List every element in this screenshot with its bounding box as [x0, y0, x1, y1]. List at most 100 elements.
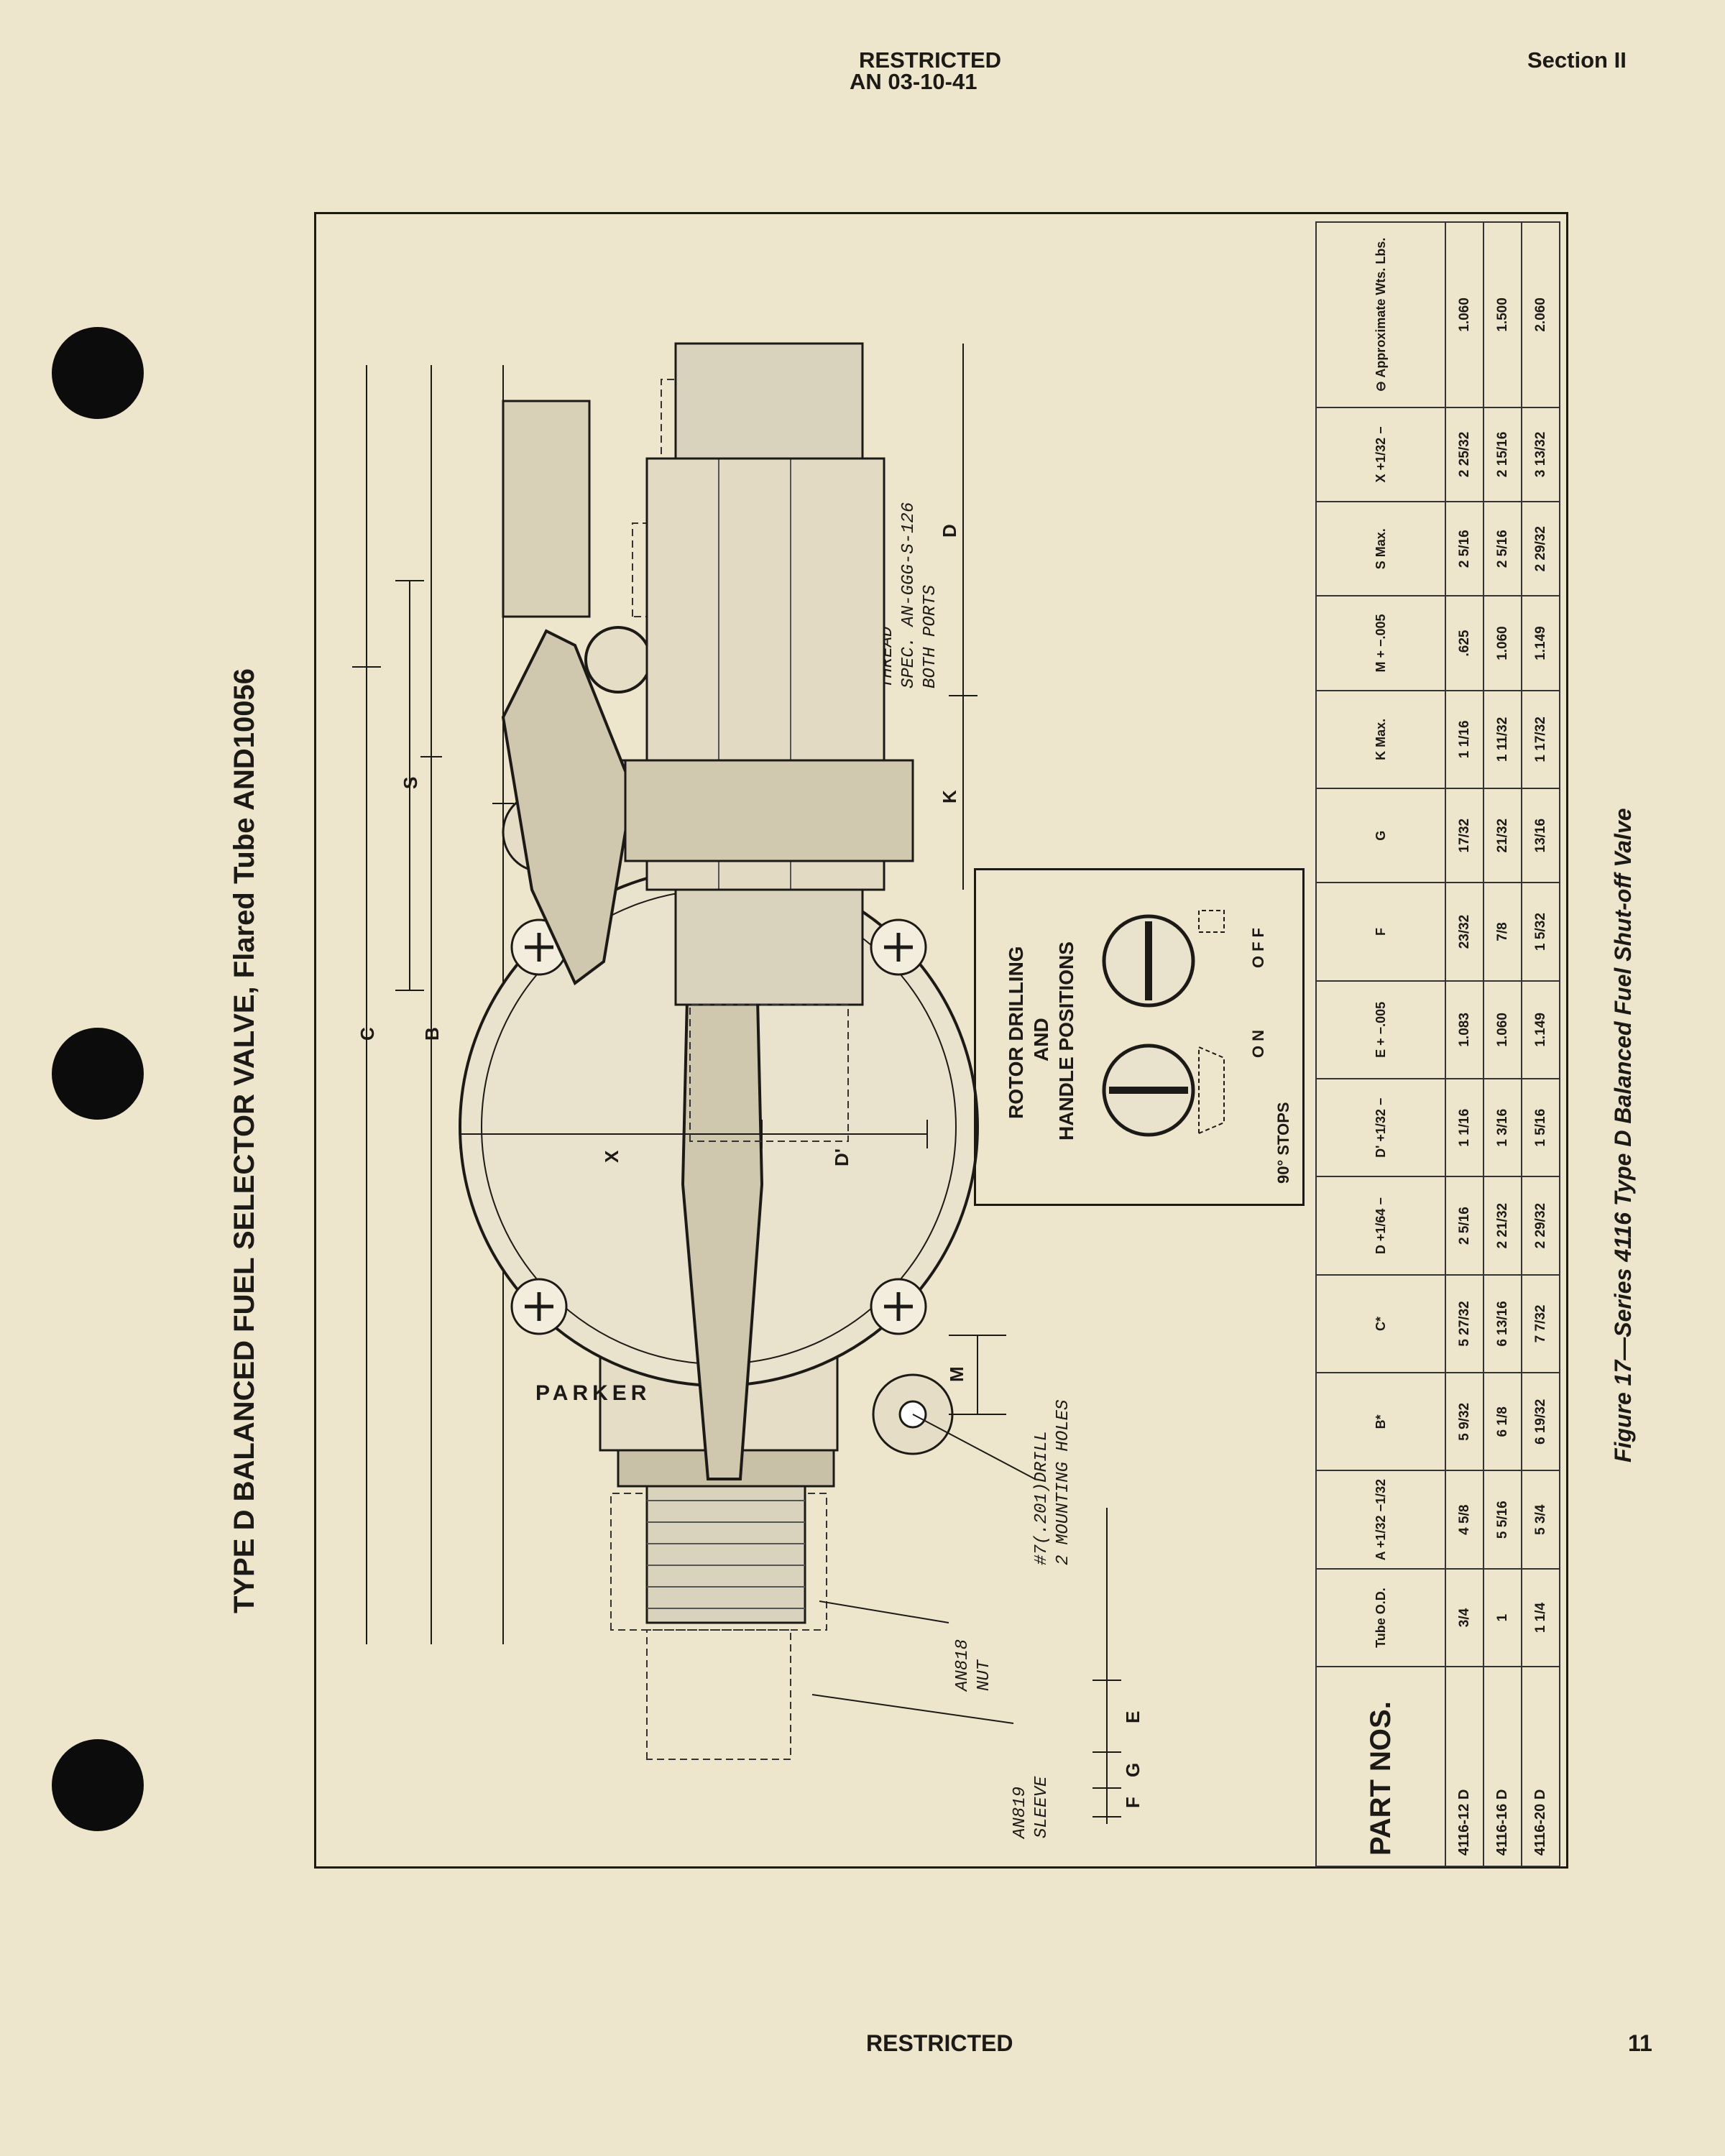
cell-weight: 1.500 — [1484, 222, 1522, 407]
callout-sleeve-2: SLEEVE — [1032, 1776, 1052, 1838]
footer-restricted: RESTRICTED — [866, 2030, 1013, 2056]
cell-s: 2 5/16 — [1445, 502, 1484, 596]
side-port-bottom — [674, 888, 864, 1006]
cell-m: .625 — [1445, 596, 1484, 691]
col-header-d-prime: D' +1/32 − — [1316, 1079, 1445, 1177]
cell-m: 1.060 — [1484, 596, 1522, 691]
cell-part: 4116-20 D — [1522, 1667, 1560, 1866]
col-header-g: G — [1316, 788, 1445, 883]
parker-marking: PARKER — [535, 1381, 650, 1405]
col-header-f: F — [1316, 883, 1445, 981]
cell-d: 2 21/32 — [1484, 1176, 1522, 1275]
side-port-top — [674, 342, 864, 460]
header-restricted: RESTRICTED — [859, 47, 1002, 73]
cell-g: 21/32 — [1484, 788, 1522, 883]
cell-s: 2 29/32 — [1522, 502, 1560, 596]
dim-label-x: X — [601, 1150, 622, 1163]
rotor-off-label: OFF — [1249, 923, 1267, 968]
header-section: Section II — [1527, 47, 1627, 73]
rotor-box-title-3: HANDLE POSITIONS — [1055, 941, 1077, 1141]
figure-caption: Figure 17—Series 4116 Type D Balanced Fu… — [1610, 808, 1636, 1462]
callout-sleeve-1: AN819 — [1011, 1787, 1030, 1840]
cell-x: 2 25/32 — [1445, 407, 1484, 502]
rotor-stops-label: 90° STOPS — [1274, 1102, 1292, 1184]
rotor-on-label: ON — [1249, 1026, 1267, 1058]
col-header-e: E + −.005 — [1316, 980, 1445, 1079]
binder-hole-middle — [52, 1028, 144, 1120]
valve-drawing: C B A — [316, 214, 1308, 1867]
rotor-positions — [1102, 910, 1225, 1137]
spec-table: PART NOS. Tube O.D. A +1/32 −1/32 B* C* … — [1315, 221, 1560, 1867]
dim-label-b: B — [421, 1027, 443, 1041]
cell-tube: 1 — [1484, 1568, 1522, 1667]
col-header-d: D +1/64 − — [1316, 1176, 1445, 1275]
handle-grip — [502, 400, 591, 618]
cell-d: 2 29/32 — [1522, 1176, 1560, 1275]
cell-x: 2 15/16 — [1484, 407, 1522, 502]
valve-drawing-svg: C B A — [352, 342, 1144, 1840]
cell-b: 6 19/32 — [1522, 1373, 1560, 1471]
dim-label-s: S — [400, 777, 421, 789]
handle-pivot — [584, 626, 652, 694]
cell-e: 1.149 — [1522, 980, 1560, 1079]
cell-f: 7/8 — [1484, 883, 1522, 981]
col-header-s: S Max. — [1316, 502, 1445, 596]
callout-thread-3: BOTH PORTS — [921, 585, 940, 688]
col-header-part: PART NOS. — [1316, 1667, 1445, 1866]
cell-c: 6 13/16 — [1484, 1274, 1522, 1373]
dim-label-g: G — [1122, 1763, 1144, 1777]
rotor-off-icon — [1102, 910, 1225, 1008]
dim-label-e: E — [1122, 1711, 1144, 1723]
col-header-k: K Max. — [1316, 690, 1445, 789]
cell-tube: 1 1/4 — [1522, 1568, 1560, 1667]
col-header-weight: ⊖ Approximate Wts. Lbs. — [1316, 222, 1445, 407]
cell-k: 1 1/16 — [1445, 690, 1484, 789]
face-screws — [510, 918, 927, 1335]
col-header-x: X +1/32 − — [1316, 407, 1445, 502]
cell-part: 4116-12 D — [1445, 1667, 1484, 1866]
rotor-box-title-1: ROTOR DRILLING — [1005, 946, 1027, 1119]
page-number: 11 — [1628, 2030, 1652, 2056]
cell-b: 6 1/8 — [1484, 1373, 1522, 1471]
binder-hole-top — [52, 327, 144, 419]
table-row: 4116-12 D 3/4 4 5/8 5 9/32 5 27/32 2 5/1… — [1445, 222, 1484, 1866]
cell-part: 4116-16 D — [1484, 1667, 1522, 1866]
callout-drill-2: 2 MOUNTING HOLES — [1054, 1400, 1073, 1565]
dim-label-d: D — [939, 524, 960, 538]
cell-x: 3 13/32 — [1522, 407, 1560, 502]
rotor-box-title-2: AND — [1030, 1018, 1052, 1061]
cell-c: 7 7/32 — [1522, 1274, 1560, 1373]
callout-thread-2: SPEC. AN-GGG-S-126 — [899, 502, 919, 688]
cell-weight: 2.060 — [1522, 222, 1560, 407]
col-header-a: A +1/32 −1/32 — [1316, 1470, 1445, 1569]
header-doc-number: AN 03-10-41 — [850, 69, 978, 94]
cell-a: 4 5/8 — [1445, 1470, 1484, 1569]
side-view: S D K — [395, 342, 978, 1166]
cell-g: 13/16 — [1522, 788, 1560, 883]
cell-a: 5 3/4 — [1522, 1470, 1560, 1569]
table-row: 4116-16 D 1 5 5/16 6 1/8 6 13/16 2 21/32… — [1484, 222, 1522, 1866]
cell-k: 1 11/32 — [1484, 690, 1522, 789]
spec-table-wrapper: PART NOS. Tube O.D. A +1/32 −1/32 B* C* … — [1315, 214, 1560, 1867]
callout-nut-1: AN818 — [953, 1639, 972, 1692]
cell-d-prime: 1 3/16 — [1484, 1079, 1522, 1177]
dim-label-d-prime: D' — [831, 1148, 852, 1166]
cell-k: 1 17/32 — [1522, 690, 1560, 789]
figure-frame: C B A — [314, 212, 1568, 1869]
dim-label-f: F — [1122, 1797, 1144, 1808]
dim-label-m: M — [946, 1366, 967, 1382]
figure-title: TYPE D BALANCED FUEL SELECTOR VALVE, Fla… — [229, 668, 260, 1613]
cell-m: 1.149 — [1522, 596, 1560, 691]
col-header-tube: Tube O.D. — [1316, 1568, 1445, 1667]
cell-d: 2 5/16 — [1445, 1176, 1484, 1275]
dim-label-k: K — [939, 790, 960, 803]
cell-g: 17/32 — [1445, 788, 1484, 883]
cell-f: 23/32 — [1445, 883, 1484, 981]
callout-nut-2: NUT — [975, 1659, 994, 1691]
cell-c: 5 27/32 — [1445, 1274, 1484, 1373]
cell-e: 1.083 — [1445, 980, 1484, 1079]
binder-hole-bottom — [52, 1739, 144, 1831]
rotor-drilling-box: ROTOR DRILLING AND HANDLE POSITIONS 90° … — [974, 868, 1305, 1206]
side-handle — [501, 629, 635, 986]
cell-s: 2 5/16 — [1484, 502, 1522, 596]
